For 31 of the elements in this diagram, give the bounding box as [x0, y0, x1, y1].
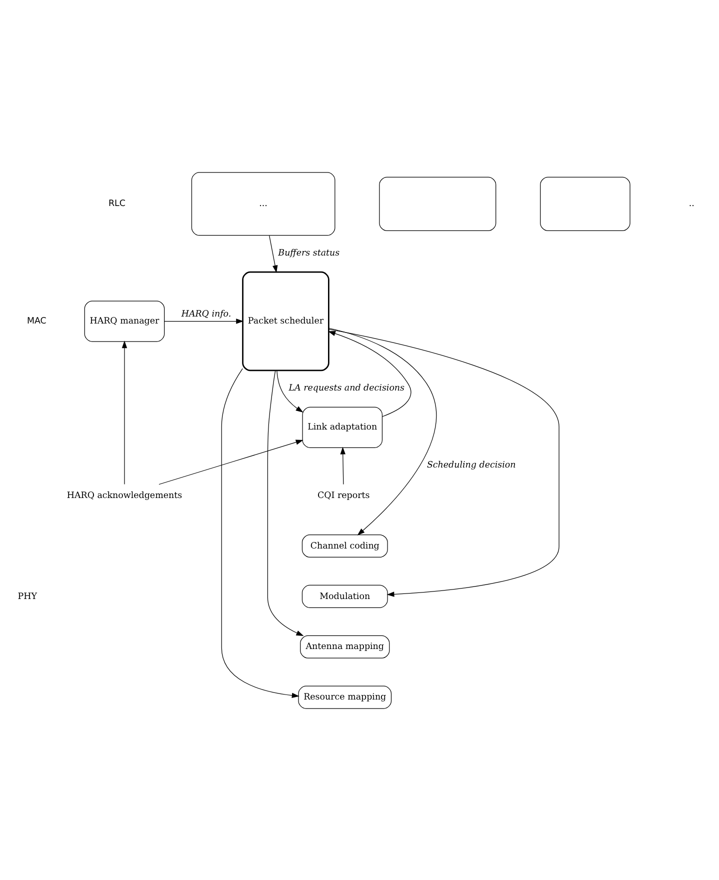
- arrow: [122, 340, 128, 484]
- node-box: HARQ manager: [84, 300, 165, 342]
- node-box: Link adaptation: [302, 406, 383, 448]
- node-box: Packet scheduler: [242, 270, 330, 371]
- arrow: [269, 234, 278, 272]
- label: ..: [688, 198, 694, 209]
- arrow: [328, 330, 412, 416]
- node-box: [540, 176, 630, 231]
- node-box: Modulation: [302, 584, 388, 608]
- edge-label: LA requests and decisions: [288, 383, 405, 394]
- node-box: Antenna mapping: [300, 634, 390, 658]
- edge-label: Buffers status: [278, 248, 340, 258]
- node-box: ...: [191, 172, 336, 236]
- arrow: [221, 368, 300, 698]
- node-text: HARQ acknowledgements: [66, 490, 182, 500]
- label: PHY: [18, 591, 37, 602]
- arrow: [158, 439, 304, 484]
- arrow: [164, 318, 244, 324]
- label: RLC: [108, 198, 126, 209]
- edge-label: Scheduling decision: [426, 460, 516, 470]
- arrow: [328, 328, 560, 596]
- node-box: [379, 176, 496, 231]
- arrow: [276, 370, 304, 412]
- node-box: Resource mapping: [298, 685, 392, 708]
- arrow: [267, 370, 304, 636]
- node-text: CQI reports: [318, 490, 370, 500]
- node-box: Channel coding: [302, 534, 388, 558]
- edge-label: HARQ info.: [181, 308, 232, 319]
- arrow: [328, 327, 436, 535]
- label: MAC: [27, 316, 46, 326]
- arrow: [340, 446, 346, 484]
